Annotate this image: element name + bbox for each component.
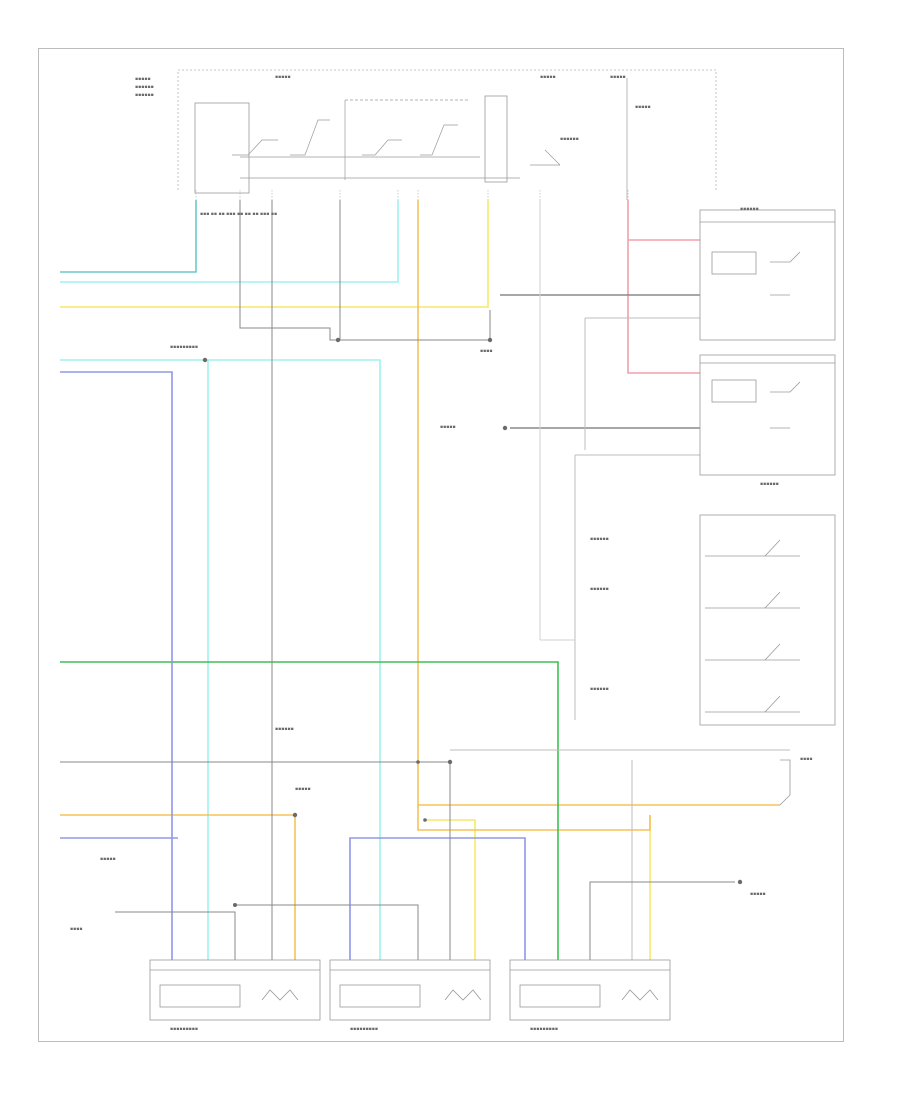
svg-text:▪▪▪▪▪▪: ▪▪▪▪▪▪ — [275, 727, 294, 732]
annotation-text: ▪▪▪▪▪ ▪▪▪▪▪▪ ▪▪▪▪▪▪ ▪▪▪▪▪ ▪▪▪▪▪ ▪▪▪▪▪ ▪▪… — [70, 75, 812, 1032]
svg-text:▪▪▪▪▪▪: ▪▪▪▪▪▪ — [740, 207, 759, 212]
svg-text:▪▪▪▪▪: ▪▪▪▪▪ — [635, 105, 651, 110]
svg-text:▪▪▪▪▪▪: ▪▪▪▪▪▪ — [560, 137, 579, 142]
wire-red — [627, 200, 700, 374]
lock-relay-box — [194, 95, 508, 194]
svg-text:▪▪▪▪: ▪▪▪▪ — [800, 757, 812, 762]
wire-gray — [60, 200, 790, 960]
wire-blue — [60, 371, 526, 960]
splice-points — [202, 337, 743, 907]
svg-text:▪▪▪▪▪▪: ▪▪▪▪▪▪ — [135, 93, 154, 98]
svg-text:▪▪▪▪▪: ▪▪▪▪▪ — [100, 857, 116, 862]
relay-contacts — [232, 78, 628, 200]
svg-text:▪▪▪▪▪▪▪▪▪: ▪▪▪▪▪▪▪▪▪ — [530, 1027, 558, 1032]
wire-green — [60, 661, 559, 960]
svg-text:▪▪▪▪▪▪▪▪▪: ▪▪▪▪▪▪▪▪▪ — [350, 1027, 378, 1032]
svg-text:▪▪▪▪▪▪: ▪▪▪▪▪▪ — [760, 482, 779, 487]
svg-text:▪▪▪▪▪▪: ▪▪▪▪▪▪ — [135, 85, 154, 90]
connector-drops — [195, 190, 629, 230]
fuse-block-outline — [177, 69, 717, 190]
svg-text:▪▪▪▪▪: ▪▪▪▪▪ — [750, 892, 766, 897]
svg-text:▪▪▪▪: ▪▪▪▪ — [480, 349, 492, 354]
wire-orange — [60, 200, 780, 960]
right-modules — [699, 209, 836, 806]
svg-text:▪▪▪▪▪▪: ▪▪▪▪▪▪ — [590, 537, 609, 542]
svg-text:▪▪▪▪▪▪: ▪▪▪▪▪▪ — [590, 587, 609, 592]
svg-text:▪▪▪▪▪: ▪▪▪▪▪ — [295, 787, 311, 792]
svg-text:▪▪▪▪▪▪▪▪▪: ▪▪▪▪▪▪▪▪▪ — [170, 345, 198, 350]
svg-text:▪▪▪▪▪▪▪▪▪: ▪▪▪▪▪▪▪▪▪ — [170, 1027, 198, 1032]
svg-text:▪▪▪▪▪: ▪▪▪▪▪ — [540, 75, 556, 80]
svg-text:▪▪▪▪: ▪▪▪▪ — [70, 927, 82, 932]
door-lock-actuators — [149, 959, 671, 1021]
wire-teal — [60, 200, 197, 273]
svg-text:▪▪▪▪▪▪: ▪▪▪▪▪▪ — [590, 687, 609, 692]
svg-text:▪▪▪▪▪: ▪▪▪▪▪ — [275, 75, 291, 80]
svg-text:▪▪▪▪▪: ▪▪▪▪▪ — [440, 425, 456, 430]
svg-text:▪▪▪▪▪: ▪▪▪▪▪ — [610, 75, 626, 80]
wire-cyan — [60, 200, 399, 960]
wire-yellow — [60, 200, 651, 960]
svg-text:▪▪▪ ▪▪ ▪▪ ▪▪▪ ▪▪ ▪▪ ▪▪ ▪▪▪ ▪▪: ▪▪▪ ▪▪ ▪▪ ▪▪▪ ▪▪ ▪▪ ▪▪ ▪▪▪ ▪▪ — [200, 212, 277, 217]
svg-text:▪▪▪▪▪: ▪▪▪▪▪ — [135, 77, 151, 82]
